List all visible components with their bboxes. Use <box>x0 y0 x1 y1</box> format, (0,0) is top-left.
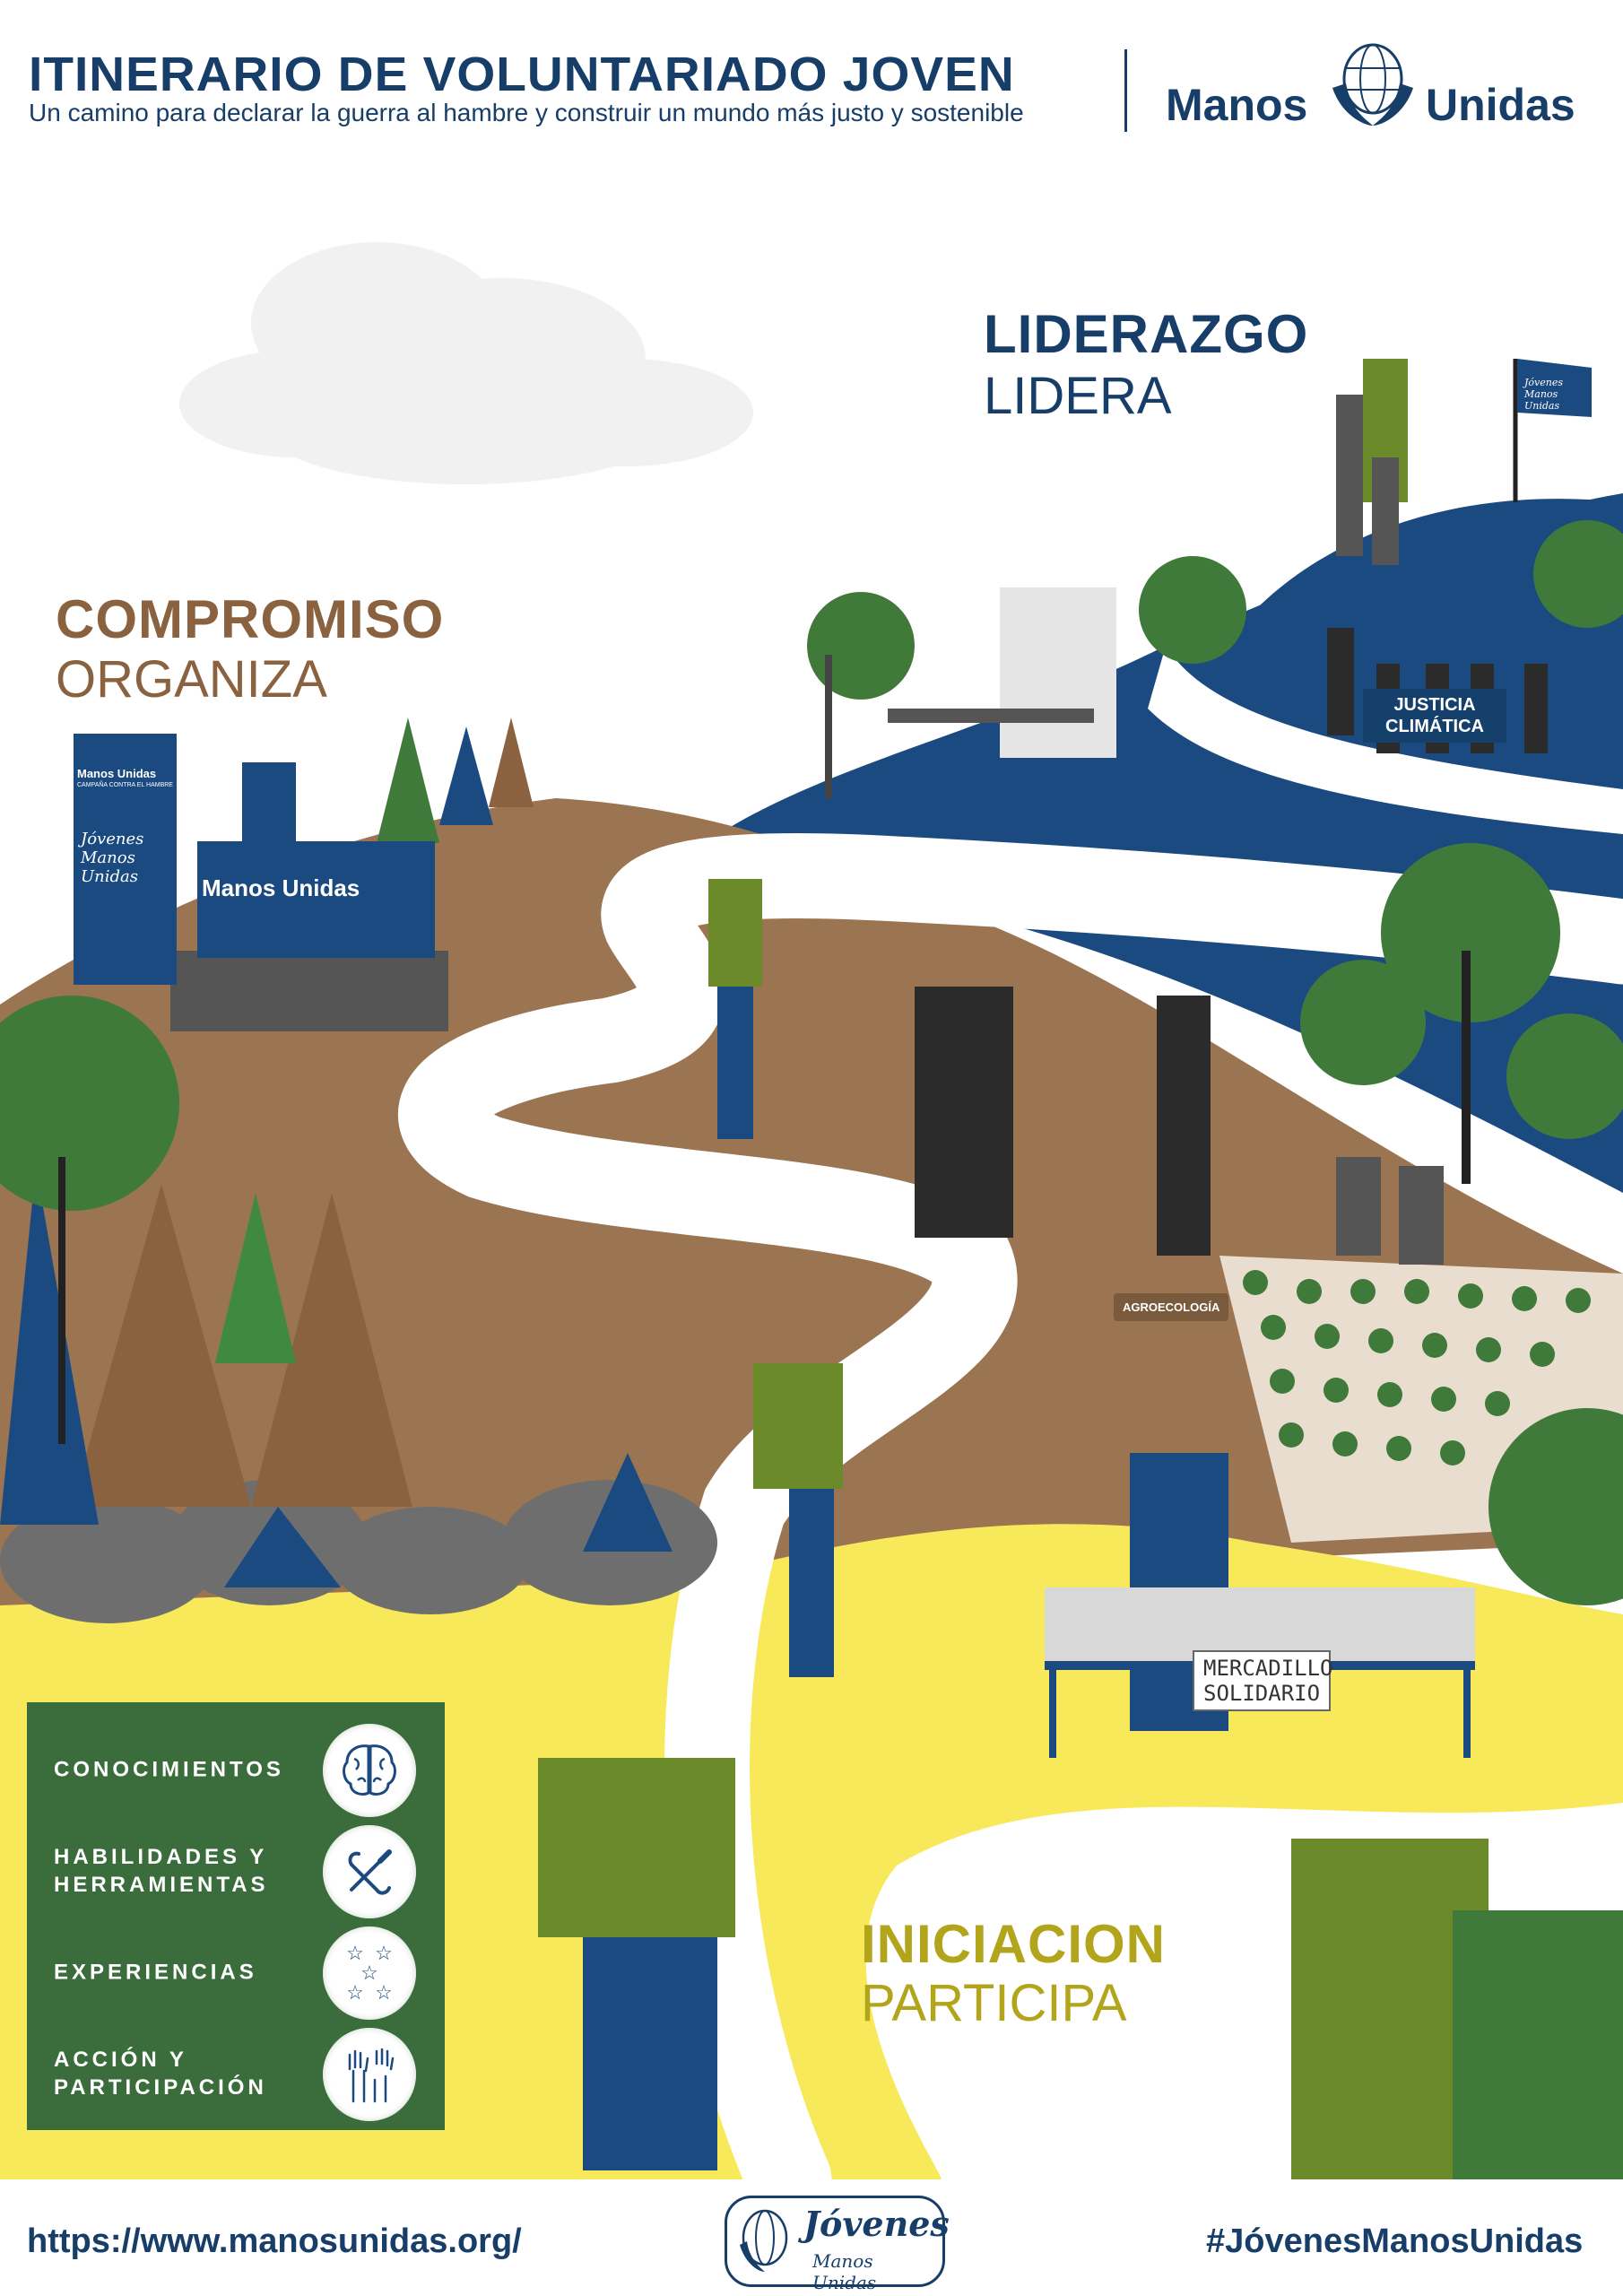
agroecologia-sign: AGROECOLOGÍA <box>1114 1293 1229 1321</box>
stage-compromiso-title: COMPROMISO <box>56 589 445 649</box>
stage-liderazgo-verb: LIDERA <box>984 367 1172 425</box>
winding-path <box>398 833 1623 2222</box>
trees-left <box>0 718 534 1525</box>
globe-hands-icon <box>1332 43 1413 126</box>
website-link[interactable]: https://www.manosunidas.org/ <box>27 2222 522 2260</box>
logo-top-text: Jóvenes <box>803 2204 950 2244</box>
stage-liderazgo-title: LIDERAZGO <box>984 304 1309 364</box>
page-title: ITINERARIO DE VOLUNTARIADO JOVEN <box>29 48 1015 101</box>
stage-iniciacion-title: INICIACION <box>861 1914 1166 1974</box>
manos-unidas-logo: Manos Unidas <box>1166 43 1587 133</box>
people <box>170 359 1623 2179</box>
rollup-script: Jóvenes Manos Unidas <box>81 830 144 886</box>
page-subtitle: Un camino para declarar la guerra al ham… <box>29 99 1024 126</box>
legend-label: ACCIÓN Y PARTICIPACIÓN <box>54 2048 267 2100</box>
rollup-subtitle: CAMPAÑA CONTRA EL HAMBRE <box>77 782 173 788</box>
flag-text: Jóvenes Manos Unidas <box>1524 377 1563 412</box>
brain-icon <box>323 1724 416 1817</box>
mercadillo-sign: MERCADILLO SOLIDARIO <box>1193 1650 1333 1711</box>
stage-compromiso-verb: ORGANIZA <box>56 650 327 709</box>
legend-label: CONOCIMIENTOS <box>54 1757 284 1782</box>
blue-bushes <box>224 1453 673 1587</box>
bushes <box>0 1480 717 1623</box>
logo-text-right: Unidas <box>1426 80 1575 130</box>
stage-iniciacion-verb: PARTICIPA <box>861 1974 1127 2032</box>
table-banner-logo: Manos Unidas <box>202 874 360 901</box>
legend-item-conocimientos: CONOCIMIENTOS <box>27 1720 445 1819</box>
legend-item-habilidades: HABILIDADES Y HERRAMIENTAS <box>27 1822 445 1920</box>
trees-right <box>807 520 1623 1605</box>
globe-icon <box>740 2209 788 2272</box>
building <box>1000 587 1116 758</box>
rollup-banner <box>74 734 177 985</box>
tools-icon <box>323 1825 416 1918</box>
legend-label: HABILIDADES Y HERRAMIENTAS <box>54 1845 269 1897</box>
justicia-climatica-banner: JUSTICIA CLIMÁTICA <box>1363 689 1506 743</box>
info-table <box>197 841 435 958</box>
flag <box>1517 359 1592 417</box>
white-stream <box>1148 646 1623 834</box>
logo-bottom-text: Manos Unidas <box>812 2250 877 2293</box>
legend-label: EXPERIENCIAS <box>54 1960 257 1985</box>
legend-item-experiencias: EXPERIENCIAS ☆ ☆☆☆ ☆ <box>27 1923 445 2022</box>
legend-item-accion: ACCIÓN Y PARTICIPACIÓN <box>27 2024 445 2123</box>
cloud <box>179 242 753 484</box>
raised-hands-icon <box>323 2028 416 2121</box>
header-divider <box>1124 49 1127 132</box>
stars-icon: ☆ ☆☆☆ ☆ <box>323 1926 416 2020</box>
jovenes-manos-unidas-logo: Jóvenes Manos Unidas <box>725 2196 950 2293</box>
logo-text-left: Manos <box>1166 80 1308 130</box>
competencies-legend: CONOCIMIENTOS HABILIDADES Y HERRAMIENTAS… <box>27 1702 445 2130</box>
rollup-logo: Manos Unidas <box>77 767 157 780</box>
hashtag: #JóvenesManosUnidas <box>1206 2222 1584 2260</box>
blue-summit <box>1255 499 1623 610</box>
